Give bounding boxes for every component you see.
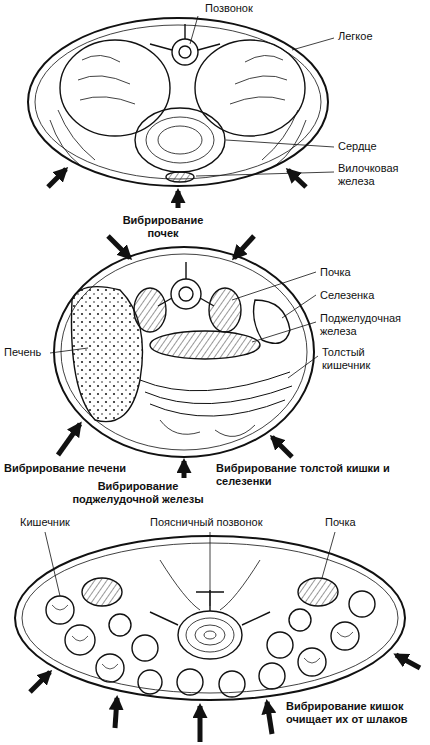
action-label: Вибрирование печени: [4, 462, 126, 475]
organ-label: Сердце: [338, 140, 377, 153]
organ-label: Почка: [320, 266, 351, 279]
organ-label: Селезенка: [320, 289, 374, 302]
action-label: Вибрирование толстой кишки и селезенки: [216, 462, 406, 488]
organ-label: Почка: [325, 516, 356, 529]
organ-label: Поясничный позвонок: [150, 516, 262, 529]
action-label: Вибрирование почек: [115, 214, 211, 240]
organ-label: Легкое: [338, 30, 373, 43]
organ-label: Поджелудочная железа: [320, 312, 420, 338]
organ-label: Позвонок: [205, 2, 253, 15]
organ-label: Кишечник: [20, 516, 70, 529]
organ-label: Печень: [4, 346, 41, 359]
action-label: Вибрирование кишок очищает их от шлаков: [286, 700, 426, 726]
organ-label: Толстый кишечник: [322, 346, 397, 372]
organ-label: Вилочковая железа: [338, 162, 418, 188]
action-label: Вибрирование поджелудочной железы: [64, 480, 212, 506]
